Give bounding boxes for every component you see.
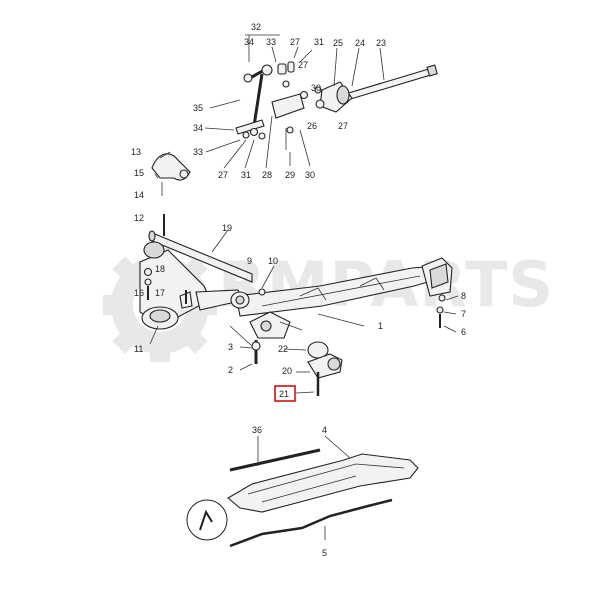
callout-35: 35 <box>193 103 203 113</box>
callout-22: 22 <box>278 344 288 354</box>
callout-27-mid: 27 <box>298 60 308 70</box>
callout-31-bottom: 31 <box>241 170 251 180</box>
callout-2: 2 <box>228 365 233 375</box>
callout-13: 13 <box>131 147 141 157</box>
callout-11: 11 <box>134 344 143 354</box>
callout-4: 4 <box>322 425 327 435</box>
callout-21: 21 <box>279 389 289 399</box>
callout-27-bottom: 27 <box>218 170 228 180</box>
callout-20: 20 <box>282 366 292 376</box>
callout-26: 26 <box>307 121 317 131</box>
highlight-box <box>274 385 296 402</box>
callout-18: 18 <box>155 264 165 274</box>
callout-27-right: 27 <box>338 121 348 131</box>
callout-10: 10 <box>268 256 278 266</box>
callout-labels: 32 34 33 27 31 25 24 23 27 35 30 26 27 3… <box>131 22 466 558</box>
callout-25: 25 <box>333 38 343 48</box>
callout-27-top: 27 <box>290 37 300 47</box>
callout-31-top: 31 <box>314 37 324 47</box>
callout-29: 29 <box>285 170 295 180</box>
underbody-shield <box>186 448 419 548</box>
callout-8: 8 <box>461 291 466 301</box>
callout-15: 15 <box>134 168 144 178</box>
callout-24: 24 <box>355 38 365 48</box>
callout-34-top: 34 <box>244 37 254 47</box>
callout-36: 36 <box>252 425 262 435</box>
callout-19: 19 <box>222 223 232 233</box>
callout-30-mid: 30 <box>311 83 321 93</box>
callout-9: 9 <box>247 256 252 266</box>
callout-14: 14 <box>134 190 144 200</box>
callout-33-bottom: 33 <box>193 147 203 157</box>
callout-5: 5 <box>322 548 327 558</box>
callout-34-bottom: 34 <box>193 123 203 133</box>
callout-12: 12 <box>134 213 144 223</box>
callout-17: 17 <box>155 288 165 298</box>
callout-28: 28 <box>262 170 272 180</box>
front-axle-assembly <box>139 214 453 396</box>
callout-30-bottom: 30 <box>305 170 315 180</box>
callout-7: 7 <box>461 309 466 319</box>
callout-23: 23 <box>376 38 386 48</box>
callout-1: 1 <box>378 321 383 331</box>
anti-roll-bar-assembly <box>235 61 438 150</box>
callout-32: 32 <box>251 22 261 32</box>
callout-16: 16 <box>134 288 144 298</box>
callout-6: 6 <box>461 327 466 337</box>
callout-3: 3 <box>228 342 233 352</box>
callout-33-top: 33 <box>266 37 276 47</box>
leader-lines <box>149 34 459 540</box>
bracket-13 <box>151 153 191 196</box>
